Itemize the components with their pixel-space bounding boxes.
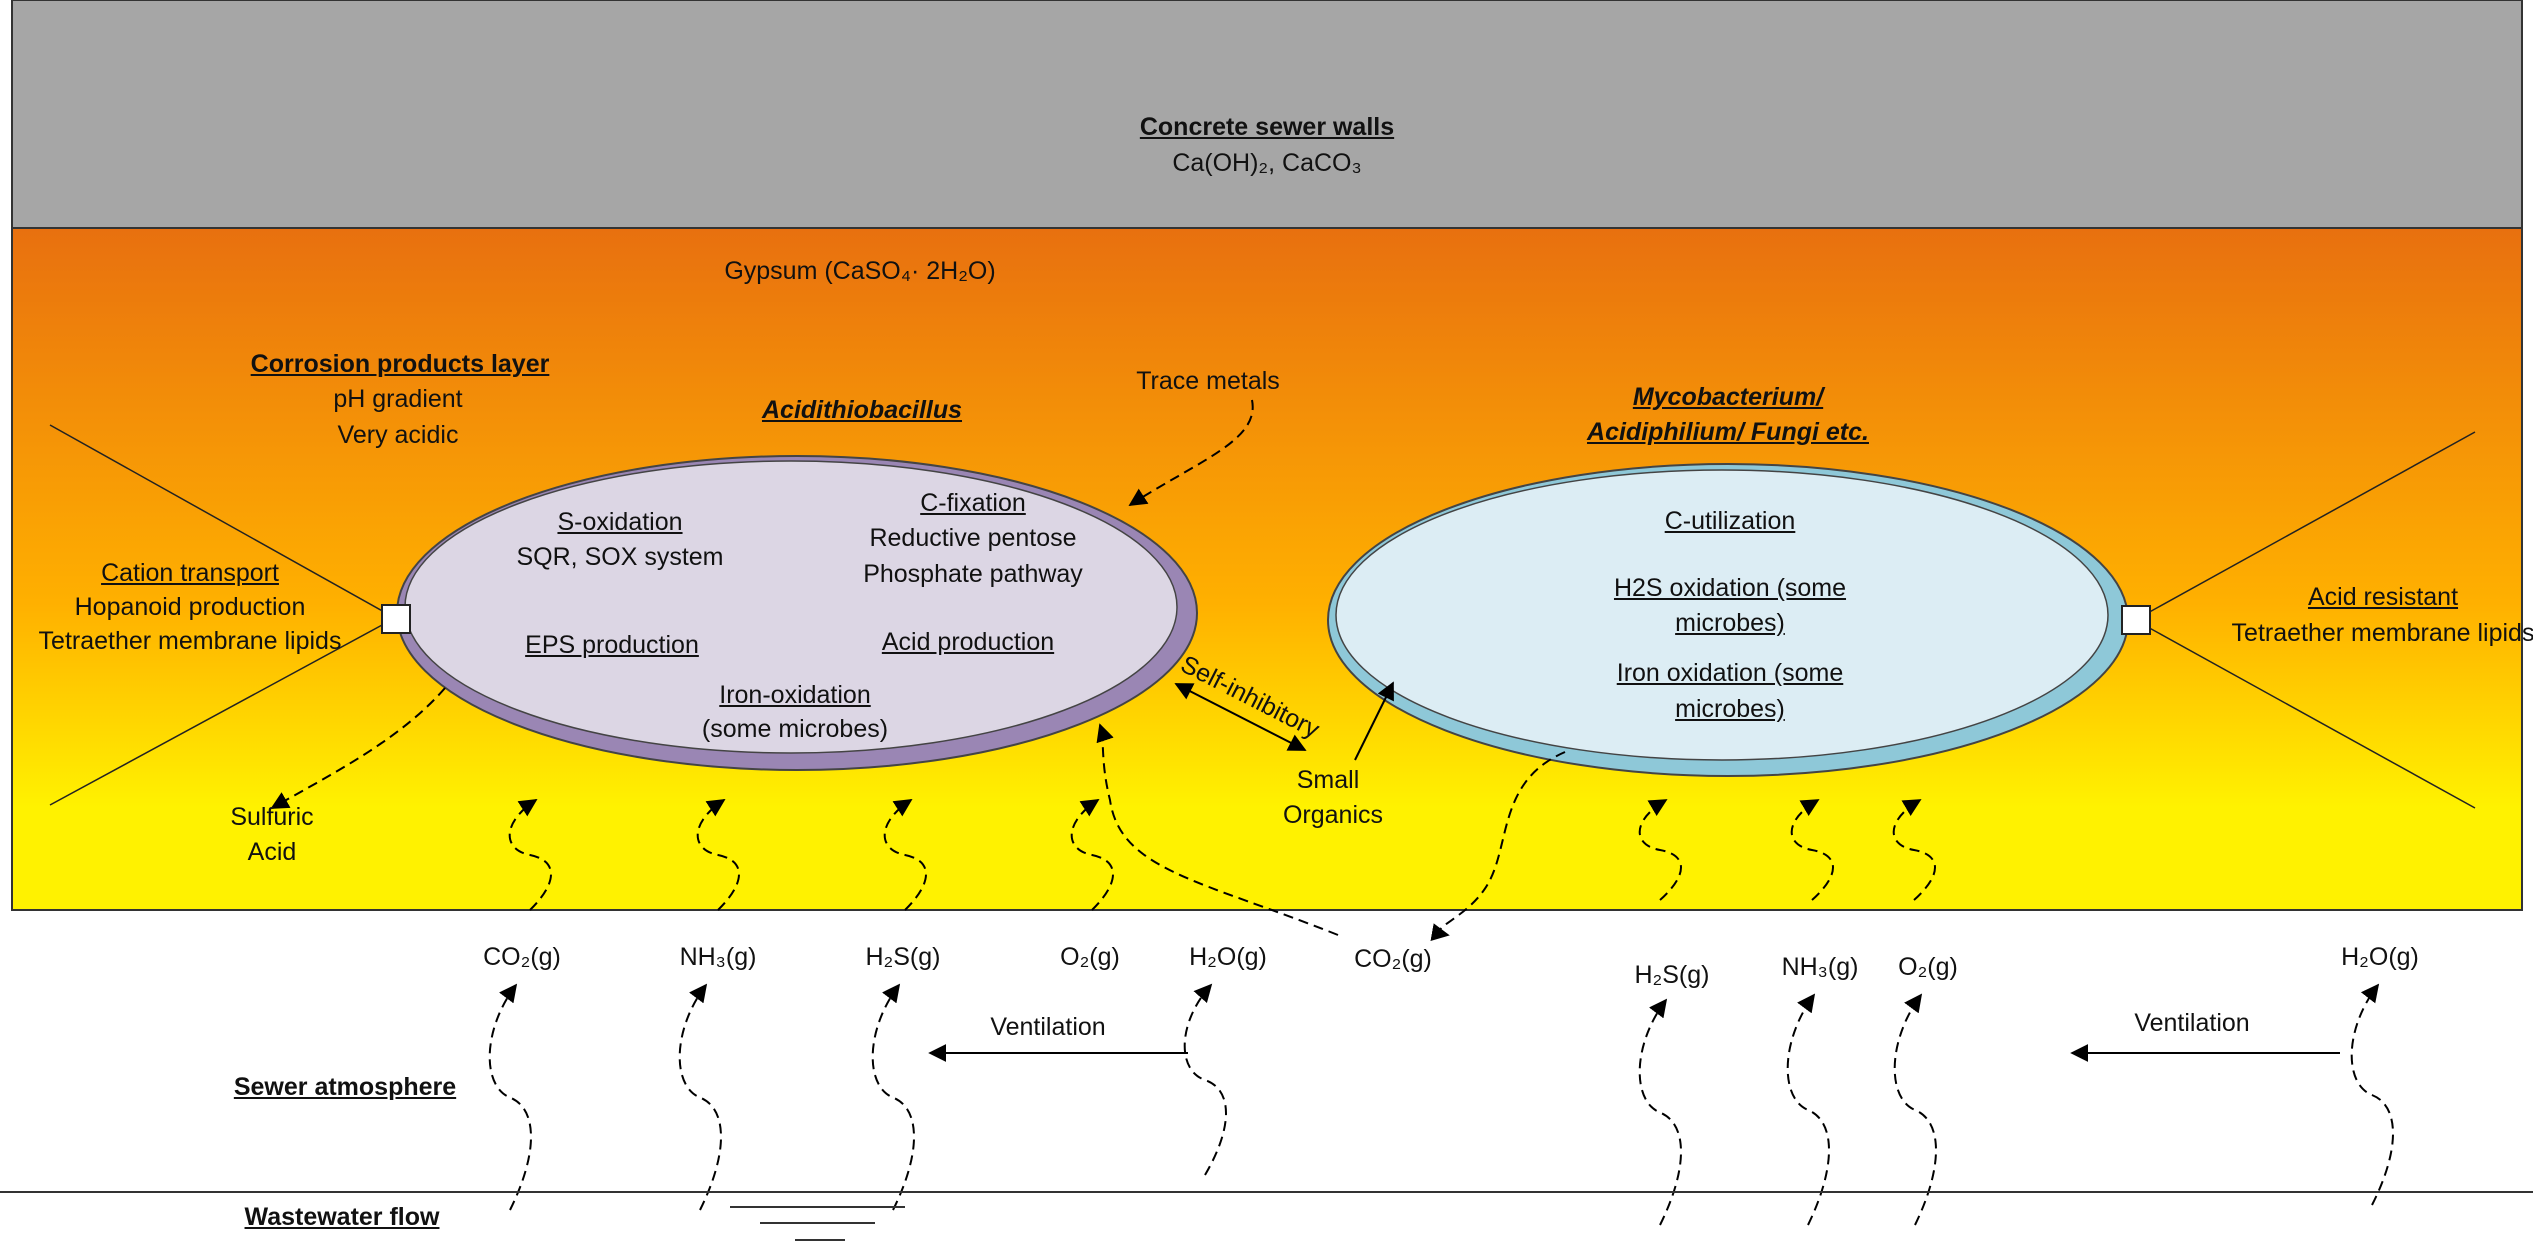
corrosion-layer-title: Corrosion products layer bbox=[250, 350, 550, 378]
gypsum-label: Gypsum (CaSO₄· 2H₂O) bbox=[724, 257, 996, 285]
left-wedge-line-bottom bbox=[49, 617, 396, 806]
h2s-gas-right: H₂S(g) bbox=[1634, 961, 1710, 989]
left-wedge-line-top bbox=[49, 424, 396, 619]
tetraether-lipids-right-label: Tetraether membrane lipids bbox=[2231, 619, 2533, 647]
iron-oxidation-label: Iron-oxidation bbox=[719, 681, 871, 709]
wastewater-flow-label: Wastewater flow bbox=[244, 1203, 440, 1231]
cation-transport-label: Cation transport bbox=[101, 559, 279, 587]
iron-oxidation-myco-label: Iron oxidation (some bbox=[1616, 659, 1844, 687]
mycobacterium-cell-inner bbox=[1335, 469, 2109, 761]
tetraether-lipids-left-label: Tetraether membrane lipids bbox=[38, 627, 342, 655]
sewer-atmosphere-label: Sewer atmosphere bbox=[233, 1073, 457, 1101]
hopanoid-production-label: Hopanoid production bbox=[74, 593, 306, 621]
wall-formula: Ca(OH)₂, CaCO₃ bbox=[1172, 149, 1362, 177]
sulfuric-label: Sulfuric bbox=[230, 803, 314, 831]
eps-production-label: EPS production bbox=[525, 631, 699, 659]
ph-gradient-label: pH gradient bbox=[333, 385, 463, 413]
h2s-gas-left: H₂S(g) bbox=[865, 943, 941, 971]
gas-arrow-atmosphere-1 bbox=[678, 983, 722, 1211]
acid-production-label: Acid production bbox=[881, 628, 1055, 656]
organics-label: Organics bbox=[1282, 801, 1384, 829]
gas-arrow-atmosphere-2 bbox=[871, 983, 915, 1211]
concrete-wall-band bbox=[11, 0, 2523, 229]
co2-gas-mid: CO₂(g) bbox=[1354, 945, 1432, 973]
small-organics-arrow bbox=[1354, 681, 1394, 761]
right-wedge-line-top bbox=[2134, 431, 2476, 621]
iron-microbes-label: microbes) bbox=[1675, 695, 1785, 723]
gas-arrow-atmosphere-4 bbox=[1638, 998, 1682, 1226]
gas-arrow-layer-0 bbox=[508, 799, 552, 911]
gas-arrow-layer-4 bbox=[1638, 799, 1682, 901]
gas-arrow-atmosphere-7 bbox=[2350, 983, 2394, 1206]
gas-arrow-atmosphere-3 bbox=[1183, 983, 1227, 1176]
acid-resistant-label: Acid resistant bbox=[2307, 583, 2459, 611]
wall-title: Concrete sewer walls bbox=[1139, 113, 1395, 141]
very-acidic-label: Very acidic bbox=[337, 421, 459, 449]
c-utilization-label: C-utilization bbox=[1664, 507, 1796, 535]
mycobacterium-title-1: Mycobacterium/ bbox=[1632, 383, 1824, 411]
ventilation-label-left: Ventilation bbox=[990, 1013, 1106, 1041]
gas-arrow-atmosphere-0 bbox=[488, 983, 532, 1211]
reductive-pentose-label: Reductive pentose bbox=[869, 524, 1077, 552]
gas-arrow-layer-3 bbox=[1070, 799, 1114, 911]
co2-gas-left: CO₂(g) bbox=[483, 943, 561, 971]
gas-arrow-atmosphere-5 bbox=[1786, 993, 1830, 1226]
h2s-microbes-label: microbes) bbox=[1675, 609, 1785, 637]
h2s-oxidation-label: H2S oxidation (some bbox=[1613, 574, 1847, 602]
gas-arrow-layer-5 bbox=[1790, 799, 1834, 901]
left-membrane-node bbox=[381, 604, 411, 634]
h2o-gas-left: H₂O(g) bbox=[1189, 943, 1267, 971]
right-membrane-node bbox=[2121, 605, 2151, 635]
s-oxidation-label: S-oxidation bbox=[557, 508, 683, 536]
co2-release-arrow bbox=[1430, 751, 1566, 942]
gas-arrow-atmosphere-6 bbox=[1893, 993, 1937, 1226]
sulfuric-acid-arrow bbox=[270, 687, 446, 809]
c-fixation-label: C-fixation bbox=[920, 489, 1026, 517]
co2-uptake-arrow bbox=[1096, 723, 1339, 936]
gas-arrow-layer-2 bbox=[883, 799, 927, 911]
acidithiobacillus-title: Acidithiobacillus bbox=[761, 396, 963, 424]
corrosion-layer-band bbox=[11, 227, 2523, 911]
gas-arrow-layer-6 bbox=[1892, 799, 1936, 901]
some-microbes-label: (some microbes) bbox=[701, 715, 889, 743]
phosphate-pathway-label: Phosphate pathway bbox=[863, 560, 1083, 588]
gas-arrow-layer-1 bbox=[696, 799, 740, 911]
acid-label: Acid bbox=[247, 838, 297, 866]
nh3-gas-left: NH₃(g) bbox=[679, 943, 757, 971]
o2-gas-left: O₂(g) bbox=[1060, 943, 1120, 971]
gas-diffusion-arrows bbox=[488, 799, 2394, 1226]
nh3-gas-right: NH₃(g) bbox=[1781, 953, 1859, 981]
trace-metals-label: Trace metals bbox=[1136, 367, 1280, 395]
h2o-gas-right: H₂O(g) bbox=[2341, 943, 2419, 971]
ventilation-label-right: Ventilation bbox=[2134, 1009, 2250, 1037]
sqr-sox-label: SQR, SOX system bbox=[516, 543, 724, 571]
mycobacterium-title-2: Acidiphilium/ Fungi etc. bbox=[1587, 418, 1869, 446]
o2-gas-right: O₂(g) bbox=[1898, 953, 1958, 981]
right-wedge-line-bottom bbox=[2134, 619, 2476, 809]
self-inhibitory-arrow bbox=[1174, 683, 1307, 751]
small-label: Small bbox=[1296, 766, 1360, 794]
